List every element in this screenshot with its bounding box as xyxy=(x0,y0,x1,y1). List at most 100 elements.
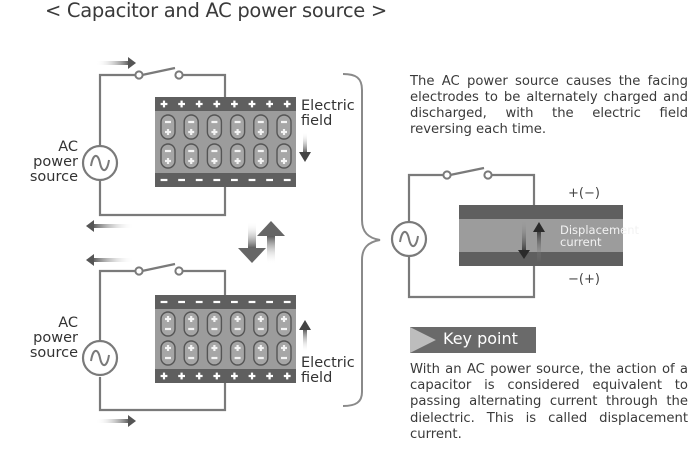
wire xyxy=(179,73,227,97)
plus-sign xyxy=(259,129,262,135)
label-line: field xyxy=(301,370,333,386)
plus-sign xyxy=(250,100,254,108)
play-triangle-icon xyxy=(410,327,436,353)
plus-sign xyxy=(282,316,286,322)
top-polarity-label: +(−) xyxy=(568,186,600,201)
plus-sign xyxy=(166,129,170,135)
key-point-banner: Key point xyxy=(410,327,536,353)
plus-sign xyxy=(213,158,216,164)
dipole-molecule xyxy=(253,340,269,366)
plus-sign xyxy=(282,345,286,351)
minus-sign xyxy=(211,149,218,153)
plus-sign xyxy=(166,345,170,351)
plus-sign xyxy=(162,372,166,380)
plus-sign xyxy=(282,129,286,135)
plus-sign xyxy=(236,129,239,135)
minus-sign xyxy=(231,300,238,304)
plus-sign xyxy=(259,158,262,164)
label-line: power xyxy=(33,330,78,346)
ac-source-icon xyxy=(390,220,428,258)
ac-source-icon xyxy=(81,144,119,182)
wire xyxy=(407,173,447,221)
dipole-molecule xyxy=(183,340,199,366)
minus-sign xyxy=(234,120,241,124)
dipole-molecule xyxy=(160,311,176,337)
minus-sign xyxy=(283,178,291,182)
top-plate xyxy=(155,97,296,111)
label-line: current xyxy=(560,235,602,249)
current-arrow-right-icon xyxy=(96,57,136,69)
dipole-molecule xyxy=(229,311,246,337)
electric-field-label: Electric field xyxy=(301,356,355,386)
label-line: AC xyxy=(58,139,78,155)
page-title: < Capacitor and AC power source > xyxy=(45,0,387,22)
plus-sign xyxy=(213,316,216,322)
dipole-molecule xyxy=(183,143,199,169)
plus-sign xyxy=(198,100,201,108)
current-arrow-left-icon xyxy=(86,220,134,232)
plus-sign xyxy=(259,345,262,351)
dipole-molecule xyxy=(206,311,223,337)
plus-sign xyxy=(236,345,239,351)
dipole-molecule xyxy=(276,114,292,140)
reversal-arrows-icon xyxy=(238,221,285,264)
electric-field-down-arrow-icon xyxy=(299,132,311,162)
minus-sign xyxy=(281,356,287,360)
label-line: Electric xyxy=(301,98,355,114)
dipole-molecule xyxy=(276,340,292,366)
electric-field-label: Electric field xyxy=(301,99,355,129)
dipole-molecule xyxy=(229,340,246,366)
minus-sign xyxy=(188,149,195,153)
minus-sign xyxy=(188,327,195,331)
plus-sign xyxy=(180,100,183,108)
minus-sign xyxy=(234,149,241,153)
plus-sign xyxy=(233,372,236,380)
plus-sign xyxy=(190,316,193,322)
plus-sign xyxy=(215,372,218,380)
plus-sign xyxy=(268,100,271,108)
plus-sign xyxy=(213,345,216,351)
minus-sign xyxy=(281,149,287,153)
wire xyxy=(407,257,536,299)
minus-sign xyxy=(213,178,221,182)
minus-sign xyxy=(211,120,218,124)
dipole-molecule xyxy=(206,340,223,366)
ac-source-label: AC power source xyxy=(8,316,78,361)
dipole-molecule xyxy=(183,114,199,140)
switch-icon xyxy=(134,262,184,276)
plus-sign xyxy=(180,372,183,380)
minus-sign xyxy=(211,327,218,331)
switch-icon xyxy=(442,166,493,180)
plus-sign xyxy=(166,316,170,322)
minus-sign xyxy=(165,149,171,153)
plus-sign xyxy=(190,129,193,135)
description-text: The AC power source causes the facing el… xyxy=(410,74,688,137)
minus-sign xyxy=(160,300,168,304)
plus-sign xyxy=(268,372,271,380)
displacement-up-arrow-icon xyxy=(533,222,545,262)
dipole-molecule xyxy=(229,114,246,140)
label-line: source xyxy=(29,169,78,185)
dipole-molecule xyxy=(160,114,176,140)
dipole-molecule xyxy=(253,311,269,337)
top-plate-charges xyxy=(160,300,291,304)
dipoles xyxy=(160,311,292,366)
plus-sign xyxy=(282,158,286,164)
key-point-text: With an AC power source, the action of a… xyxy=(410,362,688,442)
plus-sign xyxy=(166,158,170,164)
minus-sign xyxy=(234,327,241,331)
minus-sign xyxy=(165,120,171,124)
minus-sign xyxy=(195,300,203,304)
ac-source-label: AC power source xyxy=(8,140,78,185)
wire xyxy=(488,173,536,205)
minus-sign xyxy=(281,120,287,124)
minus-sign xyxy=(234,356,241,360)
electric-field-up-arrow-icon xyxy=(299,320,311,352)
bottom-circuit xyxy=(81,254,311,427)
label-line: AC xyxy=(58,315,78,331)
dipole-molecule xyxy=(253,114,269,140)
label-line: Electric xyxy=(301,355,355,371)
curly-brace xyxy=(342,73,381,407)
minus-sign xyxy=(283,300,291,304)
plus-sign xyxy=(190,158,193,164)
